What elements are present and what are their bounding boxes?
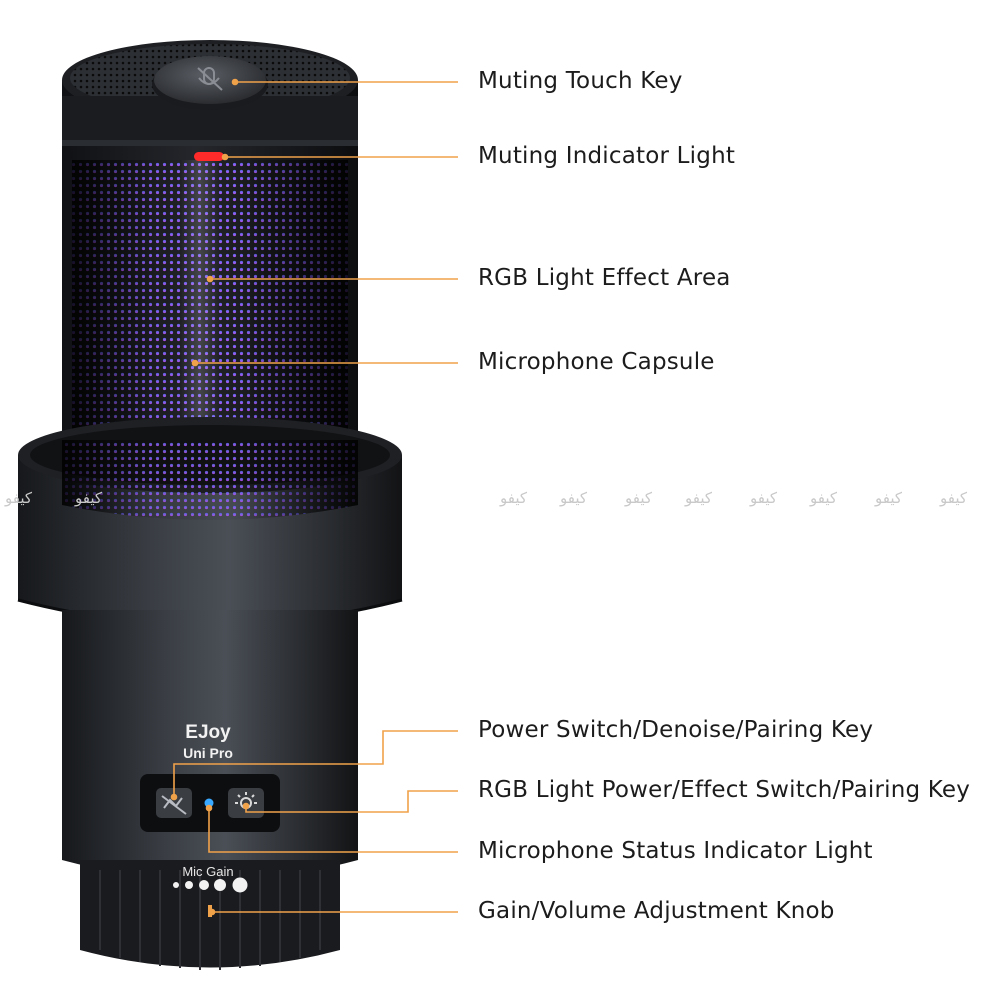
callout-power-switch-key: Power Switch/Denoise/Pairing Key xyxy=(478,717,874,743)
muting-indicator-light xyxy=(194,152,224,161)
watermark-text: كيفو xyxy=(940,489,968,507)
watermark-text: كيفو xyxy=(560,489,588,507)
callout-muting-indicator-light: Muting Indicator Light xyxy=(478,143,736,169)
watermark-text: كيفو xyxy=(810,489,838,507)
callout-rgb-light-effect-area: RGB Light Effect Area xyxy=(478,265,731,291)
gain-level-dots xyxy=(173,877,248,893)
callout-microphone-capsule: Microphone Capsule xyxy=(478,349,715,375)
mic-gain-label: Mic Gain xyxy=(182,864,233,879)
watermark-text: كيفو xyxy=(875,489,903,507)
watermark-text: كيفو xyxy=(625,489,653,507)
model-name: Uni Pro xyxy=(183,745,233,761)
mic-collar xyxy=(17,417,403,627)
power-switch-key[interactable] xyxy=(156,788,192,818)
watermark-text: كيفو xyxy=(750,489,778,507)
microphone-status-light xyxy=(204,798,214,808)
watermark-text: كيفو xyxy=(75,489,103,507)
callout-muting-touch-key: Muting Touch Key xyxy=(478,68,683,94)
mute-icon xyxy=(197,67,223,91)
watermark-text: كيفو xyxy=(5,489,33,507)
denoise-icon xyxy=(161,795,187,815)
muting-touch-key[interactable] xyxy=(152,56,268,110)
watermark-text: كيفو xyxy=(685,489,713,507)
callout-gain-volume-knob: Gain/Volume Adjustment Knob xyxy=(478,898,835,924)
callout-lines xyxy=(170,78,458,916)
callout-rgb-light-power-key: RGB Light Power/Effect Switch/Pairing Ke… xyxy=(478,777,971,803)
callout-microphone-status-light: Microphone Status Indicator Light xyxy=(478,838,873,864)
watermark-text: كيفو xyxy=(500,489,528,507)
brand-name: EJoy xyxy=(185,722,231,743)
